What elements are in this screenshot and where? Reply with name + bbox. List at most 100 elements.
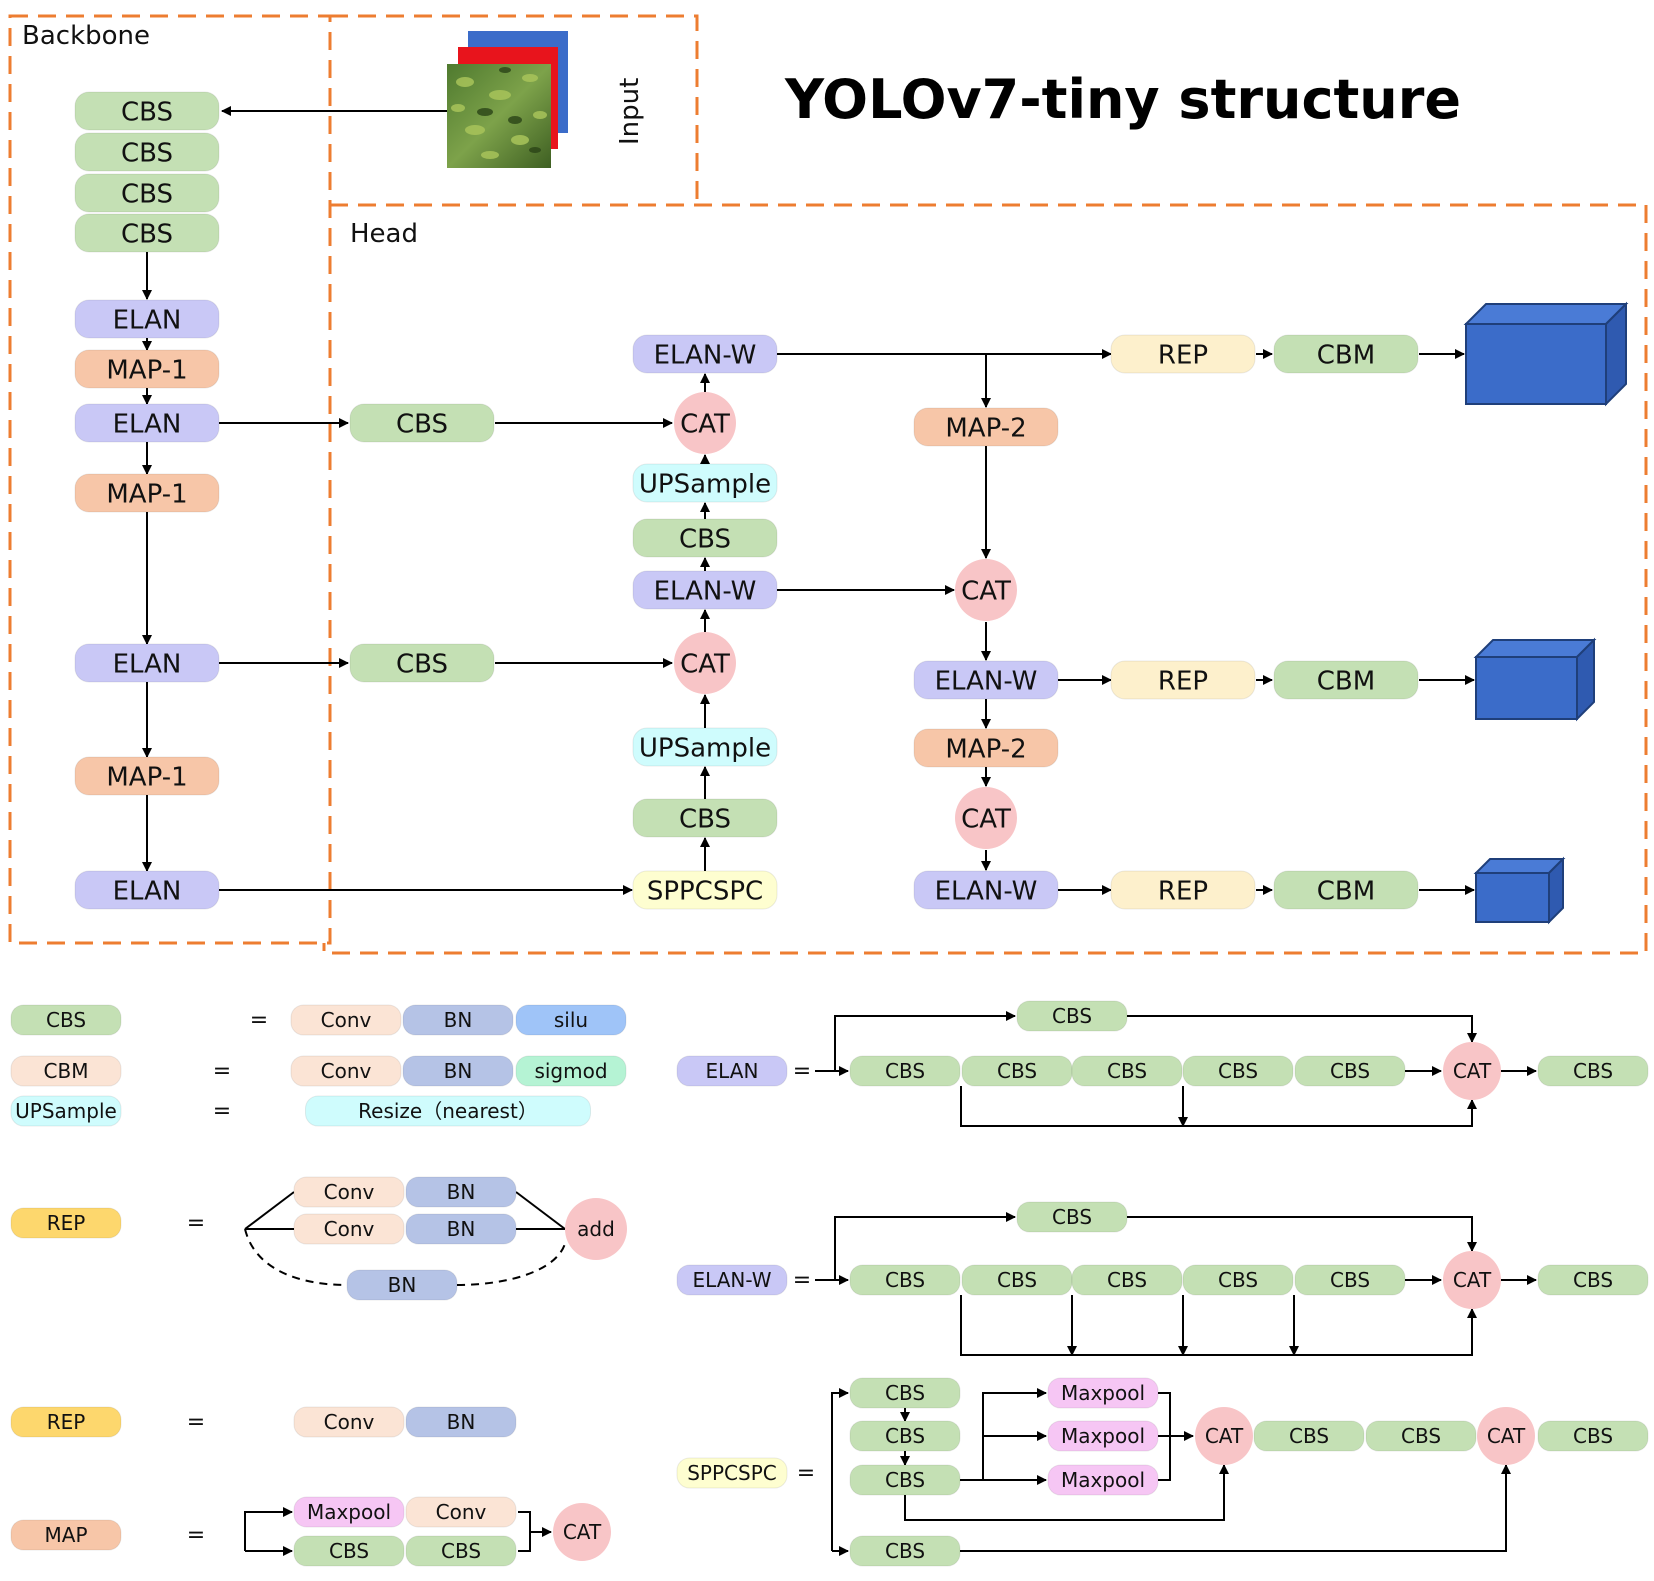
legend-elan-chain-cbs-4-label: CBS (1218, 1059, 1258, 1083)
backbone-map-1-4-shape (74, 473, 220, 513)
input-image (447, 31, 568, 168)
legend-rep-bn-1-label: BN (447, 1180, 476, 1204)
backbone-cbs-4-shape (74, 213, 220, 253)
legend-cbm-sigmod: sigmod (515, 1055, 627, 1087)
backbone-elan-1-label: ELAN (113, 305, 182, 335)
head-elanw-1-label: ELAN-W (654, 340, 757, 370)
legend-elanw-edge-top-out (1127, 1216, 1477, 1252)
backbone-map-1-6-shape (74, 756, 220, 796)
head-sppcspc-label: SPPCSPC (647, 876, 763, 906)
legend-cbs: CBS (10, 1004, 122, 1036)
legend-sppcspc-cbs-3-label: CBS (885, 1468, 925, 1492)
backbone-cbs-2-shape (74, 132, 220, 172)
legend-sppcspc-out-cbs-shape (1537, 1420, 1649, 1452)
legend-cbm-sigmod-label: sigmod (534, 1059, 607, 1083)
legend-elanw-chain-cbs-1-shape (849, 1264, 961, 1296)
legend-sppcspc-cbs-2-shape (849, 1420, 961, 1452)
legend-cbm-conv: Conv (290, 1055, 402, 1087)
head-rep-1: REP (1110, 334, 1256, 374)
head-rep-1-label: REP (1158, 340, 1208, 370)
head-map2-1: MAP-2 (913, 407, 1059, 447)
legend-eq-upsample: = (213, 1099, 231, 1124)
backbone-map-1-6-label: MAP-1 (106, 762, 187, 792)
head-cbs-mid-1: CBS (632, 518, 778, 558)
backbone-map-1-2-shape (74, 349, 220, 389)
legend-elan-edge-top-out (1127, 1015, 1477, 1043)
head-elanw-2: ELAN-W (632, 570, 778, 610)
legend-elan-chain-cbs-3-label: CBS (1107, 1059, 1147, 1083)
legend-elan-name-shape (676, 1055, 788, 1087)
head-cbs-left-1: CBS (349, 403, 495, 443)
legend-map-maxpool-label: Maxpool (307, 1500, 391, 1524)
legend-elanw-chain-cbs-4-label: CBS (1218, 1268, 1258, 1292)
legend-cbs-conv-label: Conv (321, 1008, 372, 1032)
legend-rep-conv-2-shape (293, 1213, 405, 1245)
legend-sppcspc-maxpool-2-label: Maxpool (1061, 1424, 1145, 1448)
legend-map-cbs-2: CBS (405, 1535, 517, 1567)
backbone-elan-3: ELAN (74, 403, 220, 443)
backbone-map-1-6: MAP-1 (74, 756, 220, 796)
backbone-cbs-3: CBS (74, 173, 220, 213)
head-cbm-2-shape (1273, 660, 1419, 700)
legend-cbm-label: CBM (44, 1059, 89, 1083)
legend-cbs-shape (10, 1004, 122, 1036)
backbone-elan-3-shape (74, 403, 220, 443)
legend-rep-infer-label: REP (47, 1410, 86, 1434)
head-cbs-left-2: CBS (349, 643, 495, 683)
head-cbs-mid-1-shape (632, 518, 778, 558)
legend-resize: Resize（nearest） (305, 1095, 591, 1127)
legend-upsample-label: UPSample (15, 1099, 117, 1123)
legend-map-cbs-2-shape (405, 1535, 517, 1567)
legend-elanw-chain-cbs-3-label: CBS (1107, 1268, 1147, 1292)
legend-elan-chain-cbs-4: CBS (1182, 1055, 1294, 1087)
backbone-cbs-4: CBS (74, 213, 220, 253)
legend-rep-infer-shape (10, 1406, 122, 1438)
backbone-map-1-2: MAP-1 (74, 349, 220, 389)
legend-map-cbs-2-label: CBS (441, 1539, 481, 1563)
head-cat-4-shape (955, 787, 1017, 849)
legend-sppcspc-bottom-cbs: CBS (849, 1535, 961, 1567)
legend-sppcspc-cat-2-label: CAT (1487, 1424, 1526, 1448)
backbone-elan-5-label: ELAN (113, 649, 182, 679)
legend-rep-infer-conv: Conv (293, 1406, 405, 1438)
legend-sppcspc-mid-cbs-2-shape (1365, 1420, 1477, 1452)
head-cbm-1: CBM (1273, 334, 1419, 374)
head-rep-3-label: REP (1158, 876, 1208, 906)
legend-sppcspc-mid-cbs-2: CBS (1365, 1420, 1477, 1452)
legend-map-conv: Conv (405, 1496, 517, 1528)
head-elanw-4-shape (913, 870, 1059, 910)
legend-elanw-edge-loop (960, 1295, 1477, 1356)
legend-elan-chain-cbs-3: CBS (1071, 1055, 1183, 1087)
output-cube-large (1463, 301, 1629, 407)
legend-rep-add-label: add (577, 1217, 615, 1241)
section-frames (8, 14, 1648, 955)
head-cbm-1-label: CBM (1317, 340, 1375, 370)
legend-rep-bn-1-shape (405, 1176, 517, 1208)
legend-map-cbs-1: CBS (293, 1535, 405, 1567)
legend-cbm-conv-label: Conv (321, 1059, 372, 1083)
edge-map-join (518, 1511, 531, 1552)
head-map2-1-label: MAP-2 (945, 413, 1026, 443)
legend-elan-edge-top-in (834, 1011, 1016, 1071)
legend-rep-train-shape (10, 1207, 122, 1239)
legend-rep-infer-bn-shape (405, 1406, 517, 1438)
legend-elan-edge-loop (960, 1086, 1477, 1127)
legend-map: MAP (10, 1519, 122, 1551)
legend-sppcspc-cat-2-shape (1477, 1407, 1535, 1465)
head-rep-2: REP (1110, 660, 1256, 700)
head-cbs-left-1-shape (349, 403, 495, 443)
legend-upsample-shape (10, 1095, 122, 1127)
legend-elanw-chain-cbs-5: CBS (1294, 1264, 1406, 1296)
legend-elan-chain-cbs-1-label: CBS (885, 1059, 925, 1083)
head-sppcspc-shape (632, 870, 778, 910)
legend-rep-bn-2-shape (405, 1213, 517, 1245)
diagram-title: YOLOv7-tiny structure (784, 68, 1461, 131)
legend-elanw-chain-cbs-5-label: CBS (1330, 1268, 1370, 1292)
legend-elanw-chain-cbs-2: CBS (961, 1264, 1073, 1296)
legend-sppcspc-out-cbs: CBS (1537, 1420, 1649, 1452)
legend-cbs-conv-shape (290, 1004, 402, 1036)
backbone-cbs-1-shape (74, 91, 220, 131)
head-cbm-3: CBM (1273, 870, 1419, 910)
legend-sppcspc-maxpool-2: Maxpool (1047, 1420, 1159, 1452)
legend-elanw-eq: = (793, 1268, 811, 1293)
